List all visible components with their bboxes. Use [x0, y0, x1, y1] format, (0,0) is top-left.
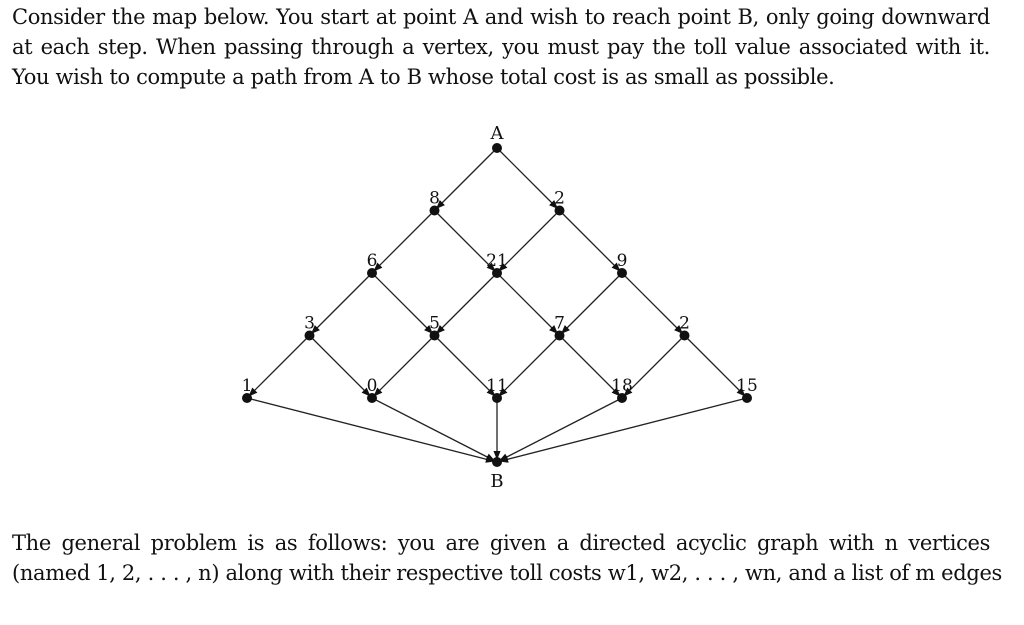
- toll-value-label: 5: [429, 314, 440, 334]
- general-problem: The general problem is as follows: you a…: [12, 528, 1002, 588]
- graph-node-dot: [492, 393, 502, 403]
- graph-edge: [498, 210, 560, 272]
- graph-edge: [684, 335, 746, 397]
- graph-edge: [310, 272, 373, 335]
- toll-value-label: 18: [611, 376, 633, 396]
- toll-value-label: 3: [304, 314, 315, 334]
- toll-value-label: 2: [679, 314, 690, 334]
- graph-edge: [371, 397, 496, 462]
- graph-node-dot: [429, 330, 440, 341]
- graph-node-dot: [554, 205, 565, 216]
- graph-node-dot: [367, 268, 377, 278]
- graph-edge: [434, 210, 496, 272]
- graph-edge: [434, 335, 496, 397]
- graph-node-dot: [679, 330, 690, 341]
- graph-edges: [246, 147, 748, 463]
- toll-value-label: 15: [736, 376, 758, 396]
- start-node-dot: [492, 143, 502, 153]
- graph-edge: [560, 272, 623, 335]
- problem-intro: Consider the map below. You start at poi…: [12, 2, 990, 92]
- graph-edge: [498, 335, 560, 397]
- toll-value-label: 2: [554, 189, 565, 209]
- graph-edge: [496, 272, 559, 335]
- graph-node-dot: [304, 330, 315, 341]
- graph-edge: [499, 397, 748, 463]
- graph-edge: [371, 272, 434, 335]
- graph-node-dot: [242, 393, 252, 403]
- intro-line-3: You wish to compute a path from A to B w…: [12, 65, 835, 89]
- graph-node-dot: [492, 268, 502, 278]
- graph-edge: [373, 210, 435, 272]
- toll-value-label: 11: [486, 376, 508, 396]
- graph-node-dot: [554, 330, 565, 341]
- graph-edge: [246, 397, 495, 463]
- graph-edge: [435, 272, 498, 335]
- end-node-label: B: [490, 471, 503, 492]
- toll-value-label: 0: [367, 376, 378, 396]
- graph-node-dot: [742, 393, 752, 403]
- graph-edge: [373, 335, 435, 397]
- graph-nodes: [242, 143, 752, 467]
- graph-edge: [623, 335, 685, 397]
- graph-edge: [621, 272, 684, 335]
- end-node-dot: [492, 457, 502, 467]
- toll-value-label: 9: [617, 251, 628, 271]
- graph-node-dot: [367, 393, 377, 403]
- graph-edge: [559, 210, 621, 272]
- graph-edge: [496, 147, 559, 210]
- toll-value-label: 8: [429, 189, 440, 209]
- graph-edge: [559, 335, 621, 397]
- intro-line-2: at each step. When passing through a ver…: [12, 35, 990, 59]
- graph-edge: [498, 397, 623, 462]
- toll-value-label: 7: [554, 314, 565, 334]
- general-line-2: (named 1, 2, . . . , n) along with their…: [12, 561, 1002, 585]
- graph-node-dot: [617, 393, 627, 403]
- intro-line-1: Consider the map below. You start at poi…: [12, 5, 990, 29]
- start-node-label: A: [490, 123, 505, 144]
- toll-value-label: 21: [486, 251, 508, 271]
- graph-edge: [248, 335, 310, 397]
- toll-value-label: 6: [367, 251, 378, 271]
- graph-edge: [435, 147, 498, 210]
- graph-node-dot: [617, 268, 627, 278]
- toll-value-label: 1: [242, 376, 253, 396]
- graph-edge: [309, 335, 371, 397]
- graph-node-dot: [429, 205, 440, 216]
- general-line-1: The general problem is as follows: you a…: [12, 531, 990, 555]
